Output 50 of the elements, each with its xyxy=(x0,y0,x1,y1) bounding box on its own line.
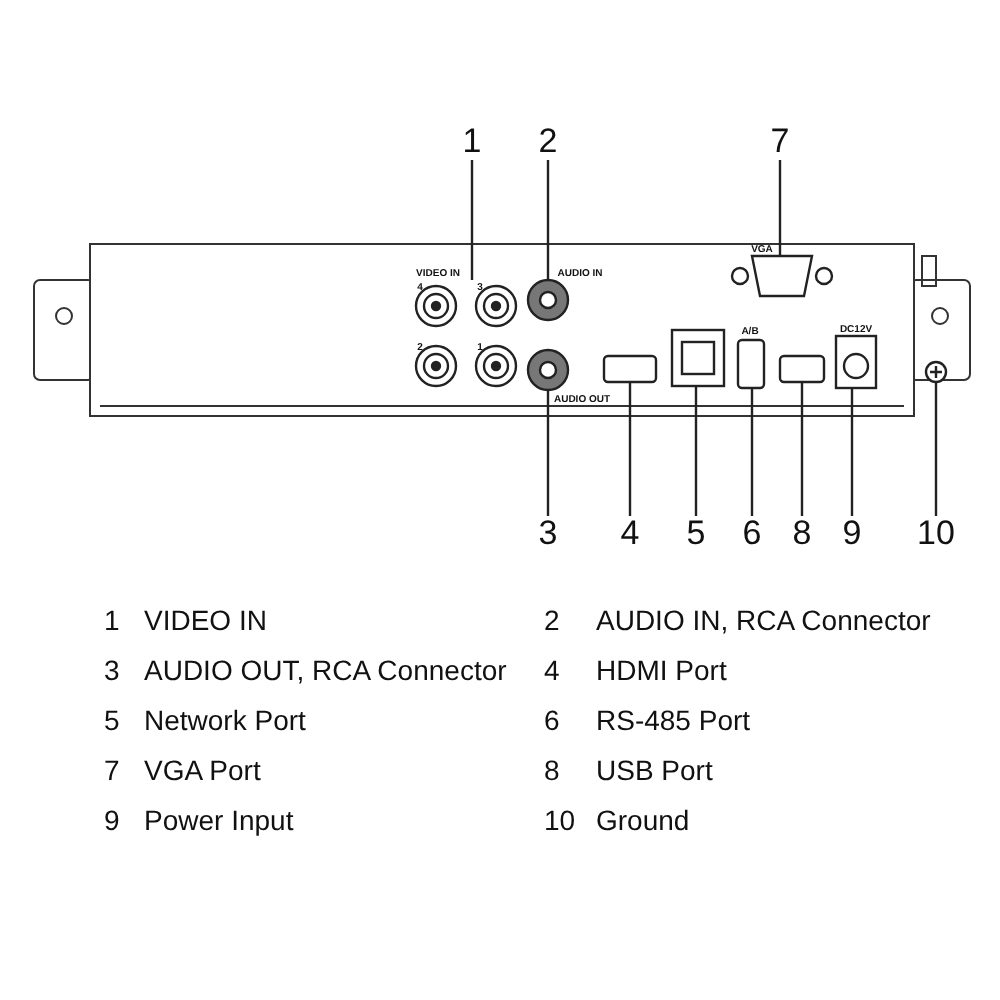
legend-number: 7 xyxy=(104,754,120,786)
legend-number: 4 xyxy=(544,654,560,686)
legend-number: 1 xyxy=(104,604,120,636)
legend-description: AUDIO OUT, RCA Connector xyxy=(144,654,507,686)
callout-number: 4 xyxy=(620,516,640,552)
legend-description: RS-485 Port xyxy=(596,704,751,736)
legend-description: HDMI Port xyxy=(596,654,727,686)
legend-number: 5 xyxy=(104,704,120,736)
leader-line xyxy=(778,160,782,256)
callout-number: 3 xyxy=(538,516,558,552)
legend-description: VGA Port xyxy=(144,754,261,786)
callout-number: 5 xyxy=(686,516,706,552)
rca-jack-drawing xyxy=(526,278,570,322)
legend-number: 8 xyxy=(544,754,560,786)
legend-number: 10 xyxy=(544,804,576,836)
legend-description: VIDEO IN xyxy=(144,604,267,636)
legend-number: 3 xyxy=(104,654,120,686)
leader-line xyxy=(694,386,698,516)
callout-number: 10 xyxy=(917,516,955,552)
legend-number: 9 xyxy=(104,804,120,836)
usb-port-drawing xyxy=(778,354,826,384)
terminal-block-drawing xyxy=(736,338,766,390)
callout-number: 7 xyxy=(770,124,790,160)
leader-line xyxy=(628,382,632,516)
legend-description: Power Input xyxy=(144,804,294,836)
leader-line xyxy=(546,160,550,280)
callout-number: 6 xyxy=(742,516,762,552)
legend-description: AUDIO IN, RCA Connector xyxy=(596,604,931,636)
rca-jack-drawing xyxy=(526,348,570,392)
legend-description: Ground xyxy=(596,804,690,836)
legend-number: 2 xyxy=(544,604,560,636)
leader-line xyxy=(470,160,474,280)
leader-line xyxy=(934,382,938,516)
callout-number: 8 xyxy=(792,516,812,552)
callout-number: 9 xyxy=(842,516,862,552)
ground-screw-drawing xyxy=(924,360,948,384)
leader-line xyxy=(750,388,754,516)
callout-number: 1 xyxy=(462,124,482,160)
dc-jack-drawing xyxy=(834,334,878,390)
legend-description: USB Port xyxy=(596,754,713,786)
ethernet-port-drawing xyxy=(670,328,726,388)
legend-number: 6 xyxy=(544,704,560,736)
leader-line xyxy=(850,388,854,516)
bnc-connectors-drawing xyxy=(414,284,518,388)
hdmi-port-drawing xyxy=(602,354,658,384)
leader-line xyxy=(800,382,804,516)
callout-number: 2 xyxy=(538,124,558,160)
leader-line xyxy=(546,390,550,516)
legend-description: Network Port xyxy=(144,704,306,736)
vga-port-drawing xyxy=(730,254,834,298)
